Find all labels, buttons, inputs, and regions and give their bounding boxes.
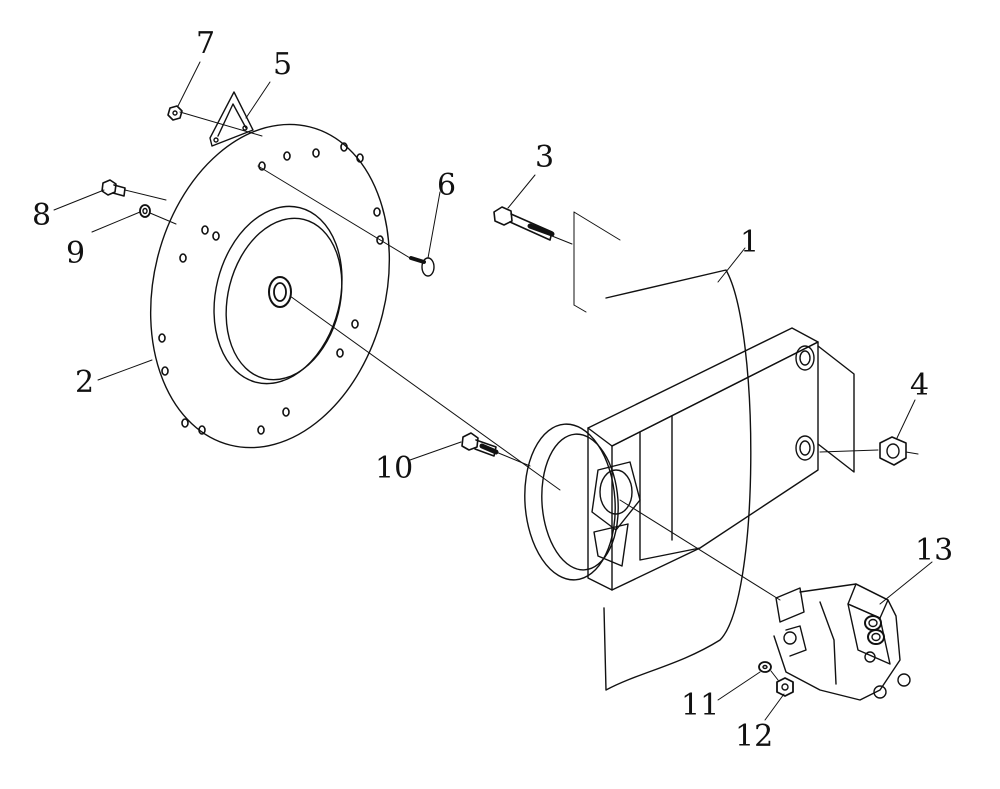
- callout-label-4: 4: [910, 368, 930, 403]
- bolt-part-3: [494, 207, 552, 240]
- leader-lines: [54, 62, 932, 720]
- callout-label-10: 10: [375, 451, 414, 486]
- callout-label-2: 2: [75, 365, 95, 400]
- disc-flange-part-2: [118, 99, 422, 473]
- callout-label-8: 8: [32, 198, 52, 233]
- callout-label-11: 11: [681, 688, 720, 723]
- washer-part-9: [140, 205, 150, 217]
- screw-part-6: [411, 258, 434, 276]
- callout-label-12: 12: [735, 719, 774, 754]
- motor-part-13: [774, 584, 910, 700]
- nut-part-7: [168, 106, 182, 120]
- nut-part-4: [880, 437, 906, 465]
- bolt-part-10: [462, 433, 496, 456]
- nut-part-12: [777, 678, 793, 696]
- callout-label-6: 6: [437, 168, 457, 203]
- bracket-part-5: [210, 92, 253, 146]
- callout-label-1: 1: [740, 225, 760, 260]
- callout-label-7: 7: [196, 26, 216, 61]
- assembly-centerlines: [125, 112, 918, 680]
- washer-part-11: [759, 662, 771, 672]
- callout-label-5: 5: [273, 47, 293, 82]
- frame-part-1: [520, 270, 854, 690]
- callout-label-13: 13: [915, 533, 954, 568]
- callout-label-3: 3: [535, 140, 555, 175]
- callout-label-9: 9: [66, 236, 86, 271]
- bolt-part-8: [102, 180, 125, 196]
